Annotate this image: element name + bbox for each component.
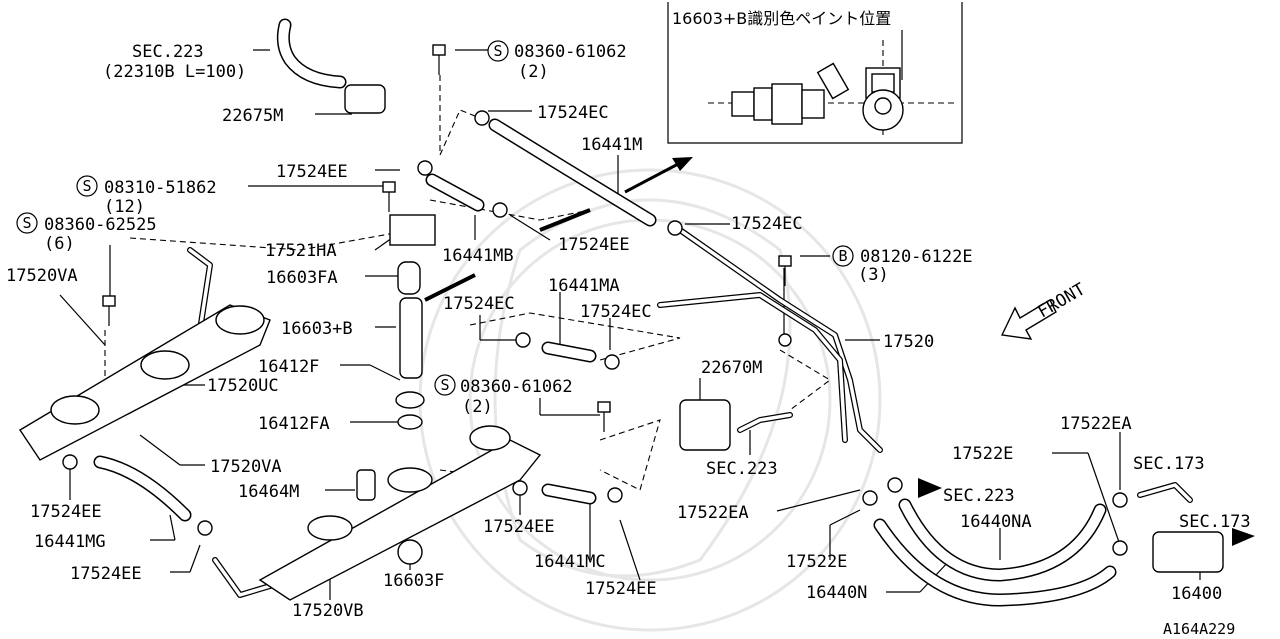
injector-side-view: [731, 62, 850, 125]
label-bolt3-code: 08360-62525: [44, 215, 157, 235]
label-bolt5-qty: (2): [462, 397, 493, 417]
label-bolt4-code: 08120-6122E: [860, 247, 973, 267]
inset-title: 16603+B識別色ペイント位置: [672, 9, 891, 28]
label-17524EE-d: 17524EE: [483, 517, 555, 537]
label-16441MC: 16441MC: [534, 552, 606, 572]
label-17520VA-b: 17520VA: [210, 457, 282, 477]
part-labels: SEC.223 (22310B L=100) 22675M 08360-6106…: [6, 42, 1251, 638]
components: [344, 84, 1224, 573]
label-16603FA: 16603FA: [266, 268, 338, 288]
label-bolt1-qty: (2): [518, 62, 549, 82]
label-bolt3-qty: (6): [44, 234, 75, 254]
label-sec223-top: SEC.223: [132, 42, 204, 62]
label-17520: 17520: [883, 332, 934, 352]
diagram-code: A164A229: [1163, 620, 1235, 638]
label-bolt1-code: 08360-61062: [514, 42, 627, 62]
label-17520UC: 17520UC: [207, 376, 279, 396]
injector-top-view: [862, 67, 904, 131]
bolts: [102, 44, 792, 432]
label-sec223-b: SEC.223: [943, 486, 1015, 506]
label-bolt5-code: 08360-61062: [460, 377, 573, 397]
label-17520VB: 17520VB: [292, 601, 364, 621]
label-22670M: 22670M: [701, 358, 762, 378]
label-bolt2-qty: (12): [104, 197, 145, 217]
label-17524EC-c: 17524EC: [443, 294, 515, 314]
label-16441MB: 16441MB: [442, 246, 514, 266]
label-17521HA: 17521HA: [265, 241, 337, 261]
label-17520VA-a: 17520VA: [6, 266, 78, 286]
direction-arrows: [424, 157, 1255, 546]
label-16603F: 16603F: [383, 571, 444, 591]
label-16412FA: 16412FA: [258, 414, 330, 434]
label-17524EE-c: 17524EE: [30, 502, 102, 522]
label-bolt4-qty: (3): [858, 265, 889, 285]
label-sec173-b: SEC.173: [1179, 512, 1251, 532]
label-17524EE-f: 17524EE: [585, 579, 657, 599]
fuel-rail-upper: [19, 304, 271, 461]
fuel-rail-lower: [258, 425, 542, 601]
label-sec223-mid: SEC.223: [706, 459, 778, 479]
label-17522E-b: 17522E: [786, 552, 847, 572]
screw-symbol-2: S: [82, 177, 91, 195]
circled-symbols: S S S B S: [16, 40, 854, 396]
label-16412F: 16412F: [258, 357, 319, 377]
hose-clamps: [62, 110, 1128, 556]
label-17522EA-a: 17522EA: [1060, 414, 1132, 434]
label-16400: 16400: [1171, 584, 1222, 604]
label-16441MA: 16441MA: [548, 276, 620, 296]
bolt-symbol: B: [838, 247, 847, 265]
screw-symbol-4: S: [440, 376, 449, 394]
label-16440N: 16440N: [806, 583, 867, 603]
label-17524EE-e: 17524EE: [70, 564, 142, 584]
label-17524EE-a: 17524EE: [276, 162, 348, 182]
label-17524EC-a: 17524EC: [537, 103, 609, 123]
front-arrow-icon: [1000, 299, 1057, 340]
paint-position-inset: 16603+B識別色ペイント位置: [667, 2, 963, 144]
screw-symbol-3: S: [22, 214, 31, 232]
label-17524EE-b: 17524EE: [558, 235, 630, 255]
screw-symbol-1: S: [493, 42, 502, 60]
label-front: FRONT: [1035, 279, 1089, 322]
label-17522E-a: 17522E: [952, 444, 1013, 464]
hoses: [93, 18, 1117, 607]
label-17524EC-b: 17524EC: [731, 214, 803, 234]
label-22675M: 22675M: [222, 106, 283, 126]
label-16603B: 16603+B: [281, 319, 353, 339]
label-16441MG: 16441MG: [34, 532, 106, 552]
label-17524EC-d: 17524EC: [580, 302, 652, 322]
label-bolt2-code: 08310-51862: [104, 178, 217, 198]
label-16440NA: 16440NA: [960, 512, 1032, 532]
label-16464M: 16464M: [238, 482, 299, 502]
fuel-pipes: [187, 227, 1193, 598]
label-sec173-a: SEC.173: [1133, 454, 1205, 474]
label-16441M: 16441M: [581, 135, 642, 155]
label-sec223-top-sub: (22310B L=100): [103, 62, 246, 82]
label-17522EA-b: 17522EA: [677, 503, 749, 523]
